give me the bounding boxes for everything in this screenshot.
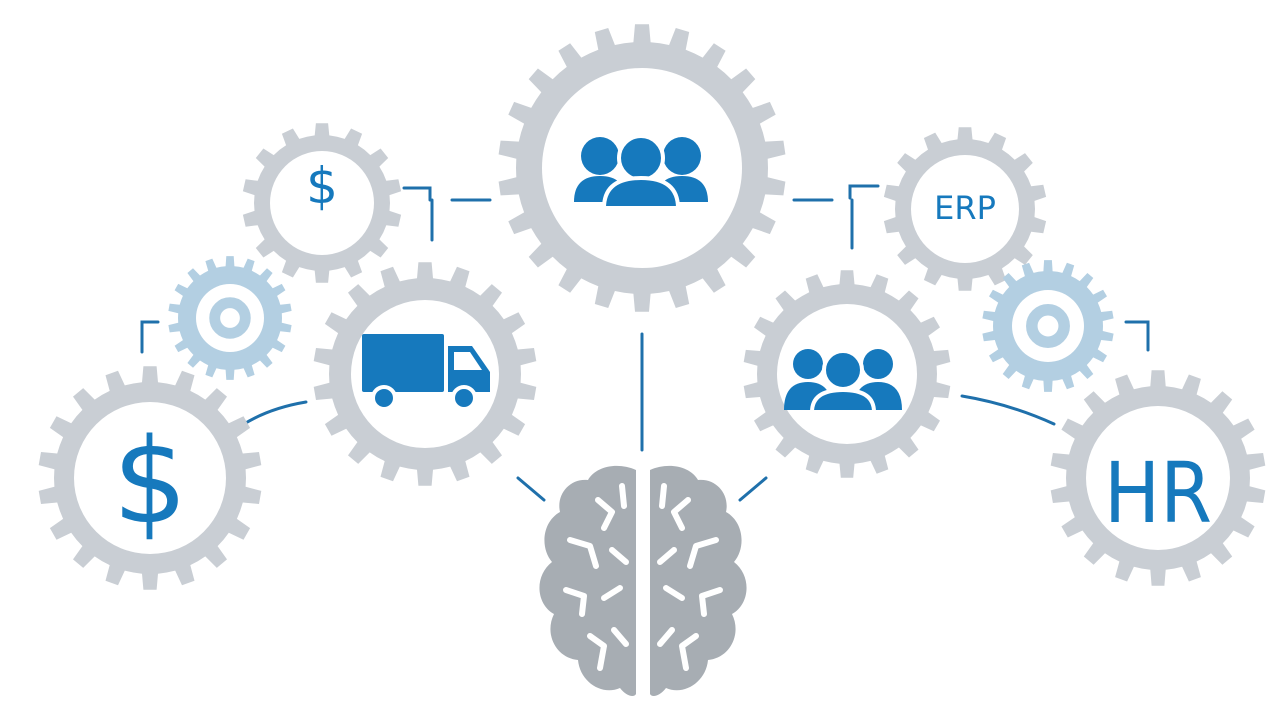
gear-center (1012, 290, 1084, 362)
connector-people-to-brain (738, 476, 768, 502)
finance-gear-small (242, 123, 402, 283)
hr-label: HR (1104, 444, 1212, 542)
gear-center (196, 284, 264, 352)
gear-hub (209, 297, 251, 339)
connector-team-to-erp (792, 184, 880, 250)
people-group-icon-small (784, 349, 902, 414)
connector-dollar-to-truck (242, 400, 308, 426)
people-group-icon (574, 134, 708, 210)
gear-hub (1026, 304, 1070, 348)
connector-people-to-hr (960, 394, 1056, 426)
delivery-truck-icon (362, 334, 490, 411)
connector-truck-to-brain (516, 476, 546, 502)
connector-smallgear-left (140, 320, 160, 354)
dollar-label-small: $ (306, 157, 338, 215)
connector-lines (140, 184, 1150, 502)
gear-center (1086, 406, 1230, 550)
gear-center (270, 151, 374, 255)
erp-label: ERP (934, 189, 996, 227)
erp-gear (883, 127, 1047, 291)
dollar-label-large: $ (112, 412, 187, 550)
finance-gear-large (38, 366, 262, 590)
gear-center (911, 155, 1019, 263)
connector-dollar-to-team (402, 186, 492, 242)
small-gear-left (168, 256, 292, 380)
brain-icon (539, 465, 747, 696)
small-gear-right (982, 260, 1114, 392)
connector-smallgear-right (1124, 320, 1150, 352)
gear-center (74, 402, 226, 554)
hr-gear (1050, 370, 1266, 586)
